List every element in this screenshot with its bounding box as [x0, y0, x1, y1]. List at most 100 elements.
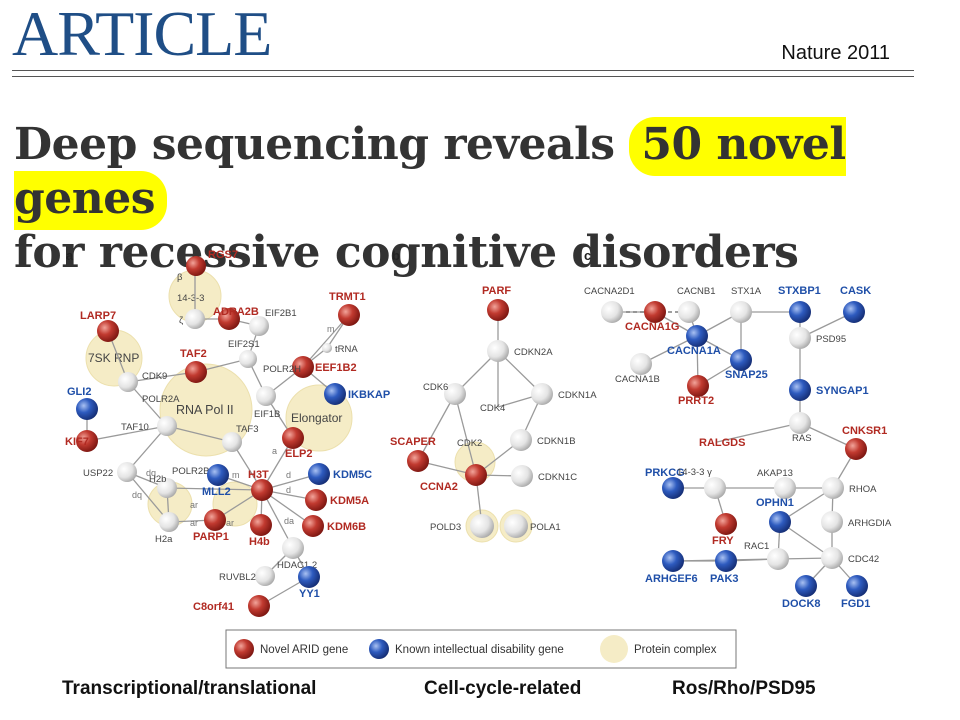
node-label-kdm5c: KDM5C	[333, 469, 372, 481]
node-label-stx1a: STX1A	[731, 286, 762, 297]
node-ball-ccna2	[465, 464, 487, 486]
node-cdkn1c: CDKN1C	[511, 465, 577, 487]
node-eif1b: EIF1B	[254, 386, 280, 420]
node-ball-ras	[789, 412, 811, 434]
node-scaper: SCAPER	[390, 436, 436, 472]
node-ball-parf	[487, 299, 509, 321]
node-rac1: RAC1	[744, 541, 789, 570]
node-cdkn1b: CDKN1B	[510, 429, 576, 451]
node-ball-prkcg	[662, 477, 684, 499]
node-pola1: POLA1	[504, 514, 561, 538]
node-ball-kif7	[76, 430, 98, 452]
node-elp2: ELP2	[282, 427, 313, 460]
journal-logo: ARTICLE	[12, 0, 272, 69]
node-label-eif2b1: EIF2B1	[265, 308, 297, 319]
node-label-ras: RAS	[792, 433, 812, 444]
node-label-eif1b: EIF1B	[254, 409, 280, 420]
node-cdk6: CDK6	[423, 382, 466, 405]
node-larp7: LARP7	[80, 310, 119, 342]
edge-ras-ralgds	[716, 422, 801, 443]
node-ball-trmt1	[338, 304, 360, 326]
header-rule-top	[12, 70, 914, 71]
node-label-gli2: GLI2	[67, 386, 91, 398]
node-label-polr2a: POLR2A	[142, 394, 180, 405]
panel-b-letter: b	[392, 248, 400, 263]
node-ball-larp7	[97, 320, 119, 342]
node-ball-kdm5a	[305, 489, 327, 511]
node-label-scaper: SCAPER	[390, 436, 436, 448]
node-taf10: TAF10	[121, 416, 177, 436]
node-ras: RAS	[789, 412, 812, 444]
node-ball-eif2s1	[239, 350, 257, 368]
node-ball-h3t	[251, 479, 273, 501]
node-label-cdkn2a: CDKN2A	[514, 347, 553, 358]
node-label-ccna2: CCNA2	[420, 481, 458, 493]
node-label-cacna2d1: CACNA2D1	[584, 286, 635, 297]
node-label-polr2b: POLR2B	[172, 466, 210, 477]
complex-label-14-3-3: 14-3-3	[177, 293, 204, 304]
node-1433g: 14-3-3 γ	[677, 467, 726, 499]
node-pold3: POLD3	[430, 514, 494, 538]
node-ball-zeta	[185, 309, 205, 329]
node-label-cacna1g: CACNA1G	[625, 321, 679, 333]
title-part-2: for recessive cognitive disorders	[14, 227, 799, 278]
node-kdm5a: KDM5A	[305, 489, 369, 511]
node-label-c8orf41: C8orf41	[193, 601, 234, 613]
node-prkcg: PRKCG	[645, 467, 685, 499]
node-mll2: MLL2	[202, 464, 231, 498]
node-ball-cacnb1	[678, 301, 700, 323]
node-ball-cask	[843, 301, 865, 323]
node-eif2s1: EIF2S1	[228, 339, 260, 368]
node-ball-taf3	[222, 432, 242, 452]
node-ball-cdkn1c	[511, 465, 533, 487]
node-label-arhgef6: ARHGEF6	[645, 573, 698, 585]
node-ball-cdk9	[118, 372, 138, 392]
edge-label-ar1: ar	[190, 500, 198, 510]
node-label-ikbkap: IKBKAP	[348, 389, 390, 401]
node-label-beta: β	[177, 272, 183, 283]
node-ball-cdkn1b	[510, 429, 532, 451]
node-polr2a: POLR2A	[142, 394, 180, 405]
node-cdk4: CDK4	[480, 403, 505, 414]
node-label-eif2s1: EIF2S1	[228, 339, 260, 350]
citation: Nature 2011	[781, 42, 890, 64]
node-label-ophn1: OPHN1	[756, 497, 794, 509]
edge-eef1b2-trmt1	[302, 314, 350, 368]
node-label-h2b: H2b	[149, 474, 166, 485]
node-trmt1: TRMT1	[329, 291, 366, 326]
edge-kif7-taf10	[86, 425, 168, 442]
node-label-rhoa: RHOA	[849, 484, 877, 495]
node-ball-eef1b2	[292, 356, 314, 378]
legend: Novel ARID gene Known intellectual disab…	[225, 629, 737, 669]
node-hdac12: HDAC1,2	[277, 537, 317, 571]
node-beta: β	[177, 272, 183, 283]
node-ball-taf10	[157, 416, 177, 436]
node-label-syngap1: SYNGAP1	[816, 385, 869, 397]
node-cacna1b: CACNA1B	[615, 353, 660, 385]
node-ball-ikbkap	[324, 383, 346, 405]
node-arhgdia: ARHGDIA	[821, 511, 892, 533]
node-ball-stx1a	[730, 301, 752, 323]
node-ball-h2a	[159, 512, 179, 532]
edge-h2b-h3t	[166, 486, 263, 494]
node-snap25: SNAP25	[725, 349, 768, 381]
node-label-ralgds: RALGDS	[699, 437, 745, 449]
node-prrt2: PRRT2	[678, 375, 714, 407]
edge-taf10-taf3	[166, 425, 233, 443]
node-label-zeta: ζ	[179, 315, 184, 326]
node-label-rac1: RAC1	[744, 541, 769, 552]
node-label-cdk6: CDK6	[423, 382, 448, 393]
node-ball-usp22	[117, 462, 137, 482]
node-taf2: TAF2	[180, 348, 207, 383]
node-ball-fgd1	[846, 575, 868, 597]
node-ball-mll2	[207, 464, 229, 486]
network-figure: a b c 14-3-3 7SK RNP RNA Pol II Elongato…	[65, 248, 892, 669]
node-label-pak3: PAK3	[710, 573, 739, 585]
node-ball-cacna1a	[686, 325, 708, 347]
node-cnksr1: CNKSR1	[842, 425, 887, 460]
node-ball-taf2	[185, 361, 207, 383]
node-label-hdac12: HDAC1,2	[277, 560, 317, 571]
article-title: Deep sequencing reveals 50 novel genes f…	[14, 117, 914, 280]
title-part-1: Deep sequencing reveals	[14, 119, 630, 170]
node-label-fgd1: FGD1	[841, 598, 870, 610]
